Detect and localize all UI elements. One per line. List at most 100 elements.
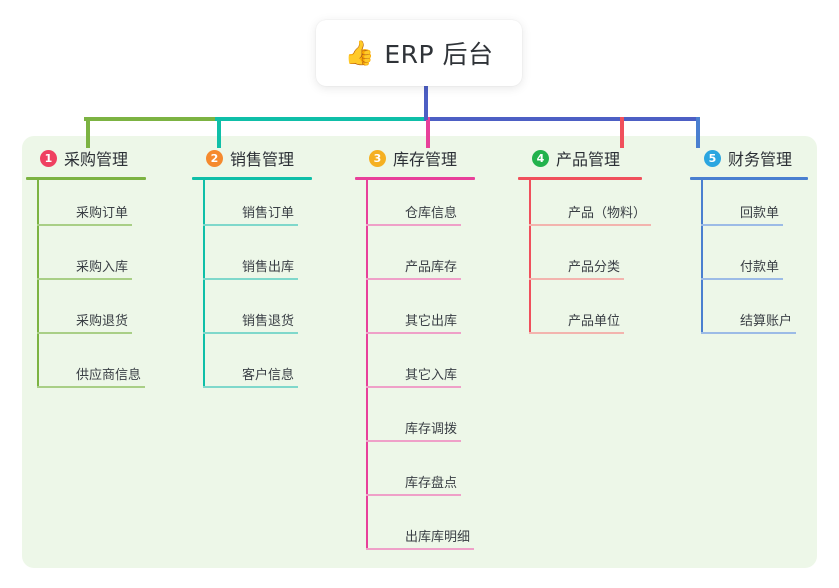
column-1: 1 采购管理采购订单采购入库采购退货供应商信息 bbox=[26, 146, 189, 396]
menu-item-underline bbox=[37, 332, 132, 334]
menu-item[interactable]: 销售订单 bbox=[203, 180, 355, 234]
menu-item[interactable]: 销售出库 bbox=[203, 234, 355, 288]
menu-item-label: 产品分类 bbox=[568, 260, 621, 275]
menu-item[interactable]: 客户信息 bbox=[203, 342, 355, 396]
column-badge-3: 3 bbox=[369, 149, 386, 167]
menu-item-label: 结算账户 bbox=[740, 314, 793, 329]
menu-item-underline bbox=[37, 278, 132, 280]
connector-bus-green bbox=[84, 117, 215, 121]
connector-drop-1 bbox=[86, 117, 90, 148]
column-items-4: 产品（物料） 产品分类产品单位 bbox=[518, 180, 694, 342]
column-spine-1 bbox=[37, 180, 39, 388]
menu-item-underline bbox=[366, 386, 461, 388]
menu-item-label: 产品单位 bbox=[568, 314, 621, 329]
menu-item-label: 采购入库 bbox=[76, 260, 129, 275]
menu-item-label: 采购订单 bbox=[76, 206, 129, 221]
diagram-panel bbox=[22, 136, 817, 568]
menu-item-underline bbox=[203, 278, 298, 280]
column-title-1: 采购管理 bbox=[64, 150, 129, 169]
column-3: 3 库存管理仓库信息产品库存其它出库其它入库库存调拨库存盘点出库库明细 bbox=[355, 146, 527, 558]
menu-item-underline bbox=[529, 224, 651, 226]
menu-item[interactable]: 产品（物料） bbox=[529, 180, 694, 234]
menu-item[interactable]: 采购退货 bbox=[37, 288, 189, 342]
column-items-3: 仓库信息产品库存其它出库其它入库库存调拨库存盘点出库库明细 bbox=[355, 180, 527, 558]
menu-item-underline bbox=[701, 278, 783, 280]
column-title-3: 库存管理 bbox=[393, 150, 458, 169]
menu-item-label: 付款单 bbox=[740, 260, 780, 275]
menu-item-label: 销售订单 bbox=[242, 206, 295, 221]
menu-item[interactable]: 产品分类 bbox=[529, 234, 694, 288]
column-5: 5 财务管理回款单付款单结算账户 bbox=[690, 146, 830, 342]
menu-item[interactable]: 产品库存 bbox=[366, 234, 527, 288]
column-header-4[interactable]: 4 产品管理 bbox=[518, 146, 694, 170]
column-title-4: 产品管理 bbox=[556, 150, 621, 169]
menu-item-label: 回款单 bbox=[740, 206, 780, 221]
menu-item-label: 采购退货 bbox=[76, 314, 129, 329]
menu-item-label: 产品库存 bbox=[405, 260, 458, 275]
connector-drop-4 bbox=[620, 117, 624, 148]
menu-item-underline bbox=[366, 224, 461, 226]
menu-item-underline bbox=[203, 224, 298, 226]
menu-item-underline bbox=[701, 224, 783, 226]
column-header-bar-2 bbox=[192, 177, 312, 180]
menu-item-underline bbox=[529, 332, 624, 334]
thumbs-up-icon: 👍 bbox=[344, 39, 375, 67]
menu-item-underline bbox=[366, 278, 461, 280]
menu-item-label: 销售出库 bbox=[242, 260, 295, 275]
menu-item[interactable]: 回款单 bbox=[701, 180, 830, 234]
column-items-1: 采购订单采购入库采购退货供应商信息 bbox=[26, 180, 189, 396]
column-badge-5: 5 bbox=[704, 149, 721, 167]
connector-bus-blue bbox=[424, 117, 696, 121]
column-header-5[interactable]: 5 财务管理 bbox=[690, 146, 830, 170]
menu-item-label: 产品（物料） bbox=[568, 206, 647, 221]
column-spine-3 bbox=[366, 180, 368, 550]
menu-item-label: 其它入库 bbox=[405, 368, 458, 383]
menu-item-underline bbox=[366, 548, 474, 550]
menu-item[interactable]: 出库库明细 bbox=[366, 504, 527, 558]
column-header-bar-4 bbox=[518, 177, 642, 180]
connector-bus-teal bbox=[215, 117, 426, 121]
column-spine-4 bbox=[529, 180, 531, 334]
column-items-5: 回款单付款单结算账户 bbox=[690, 180, 830, 342]
column-badge-2: 2 bbox=[206, 149, 223, 167]
root-node-title: ERP 后台 bbox=[384, 40, 494, 69]
menu-item[interactable]: 结算账户 bbox=[701, 288, 830, 342]
menu-item[interactable]: 付款单 bbox=[701, 234, 830, 288]
menu-item[interactable]: 其它出库 bbox=[366, 288, 527, 342]
menu-item-underline bbox=[37, 386, 145, 388]
menu-item[interactable]: 供应商信息 bbox=[37, 342, 189, 396]
column-title-5: 财务管理 bbox=[728, 150, 793, 169]
column-4: 4 产品管理产品（物料） 产品分类产品单位 bbox=[518, 146, 694, 342]
menu-item[interactable]: 仓库信息 bbox=[366, 180, 527, 234]
menu-item-label: 客户信息 bbox=[242, 368, 295, 383]
menu-item[interactable]: 销售退货 bbox=[203, 288, 355, 342]
root-connector-stem bbox=[424, 86, 428, 120]
column-header-3[interactable]: 3 库存管理 bbox=[355, 146, 527, 170]
column-badge-4: 4 bbox=[532, 149, 549, 167]
menu-item[interactable]: 采购入库 bbox=[37, 234, 189, 288]
menu-item-underline bbox=[366, 494, 461, 496]
connector-drop-3 bbox=[426, 117, 430, 148]
column-header-bar-1 bbox=[26, 177, 146, 180]
menu-item-underline bbox=[366, 332, 461, 334]
menu-item[interactable]: 库存盘点 bbox=[366, 450, 527, 504]
menu-item-label: 销售退货 bbox=[242, 314, 295, 329]
menu-item[interactable]: 产品单位 bbox=[529, 288, 694, 342]
root-node-card[interactable]: 👍 ERP 后台 bbox=[316, 20, 522, 86]
menu-item[interactable]: 其它入库 bbox=[366, 342, 527, 396]
menu-item-label: 仓库信息 bbox=[405, 206, 458, 221]
menu-item-label: 库存盘点 bbox=[405, 476, 458, 491]
menu-item-label: 出库库明细 bbox=[405, 530, 471, 545]
column-items-2: 销售订单销售出库销售退货客户信息 bbox=[192, 180, 355, 396]
column-header-bar-5 bbox=[690, 177, 808, 180]
column-badge-1: 1 bbox=[40, 149, 57, 167]
column-spine-2 bbox=[203, 180, 205, 388]
menu-item[interactable]: 库存调拨 bbox=[366, 396, 527, 450]
menu-item-label: 库存调拨 bbox=[405, 422, 458, 437]
column-header-1[interactable]: 1 采购管理 bbox=[26, 146, 189, 170]
column-header-bar-3 bbox=[355, 177, 475, 180]
menu-item[interactable]: 采购订单 bbox=[37, 180, 189, 234]
menu-item-label: 其它出库 bbox=[405, 314, 458, 329]
